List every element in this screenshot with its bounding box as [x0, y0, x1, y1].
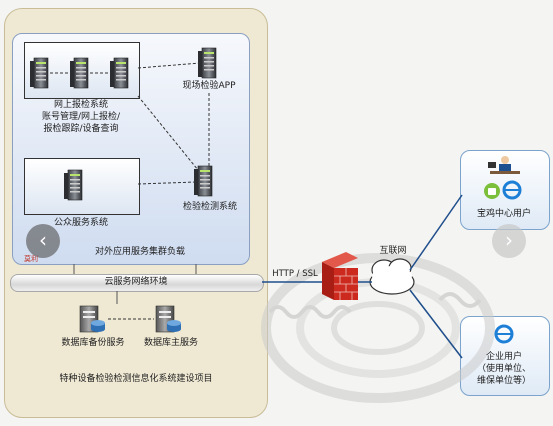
firewall-icon: [322, 252, 358, 300]
enterprise-users-label-1: 企业用户: [485, 352, 522, 362]
cloud-env-label: 云服务网络环境: [104, 277, 168, 287]
internet-label: 互联网: [379, 246, 407, 256]
db-backup-label: 数据库备份服务: [61, 338, 125, 348]
enterprise-users-label-3: 维保单位等）: [476, 376, 531, 386]
online-system-desc-1: 账号管理/网上报检/: [41, 112, 121, 122]
db-main-server: [155, 305, 182, 333]
protocol-label: HTTP / SSL: [272, 269, 318, 279]
app-label: 现场检验APP: [182, 81, 236, 91]
android-icon: [484, 183, 500, 199]
enterprise-users-label-2: （使用单位、: [476, 364, 531, 374]
project-title: 特种设备检验检测信息化系统建设项目: [59, 374, 213, 384]
public-system-label: 公众服务系统: [53, 218, 108, 228]
online-server-3: [109, 57, 129, 89]
public-server: [63, 169, 83, 201]
prev-slide-button[interactable]: ‹: [26, 224, 60, 258]
online-system-desc-2: 报检跟踪/设备查询: [43, 124, 119, 134]
center-users-label: 宝鸡中心用户: [476, 209, 531, 219]
watermark-text: 莫利: [24, 255, 38, 263]
db-backup-server: [79, 305, 106, 333]
ie-icon-enterprise: [494, 324, 514, 344]
ie-icon-center: [502, 180, 522, 200]
cloud-network-bar: [10, 274, 264, 292]
inspection-system-label: 检验检测系统: [182, 202, 237, 212]
user-desk-icon: [488, 156, 520, 174]
cluster-label: 对外应用服务集群负载: [94, 247, 185, 257]
internet-cloud-icon: [369, 258, 415, 295]
online-server-2: [69, 57, 89, 89]
online-server-1: [29, 57, 49, 89]
db-main-label: 数据库主服务: [143, 338, 198, 348]
next-slide-button[interactable]: ›: [492, 224, 526, 258]
app-server: [197, 47, 217, 79]
inspection-server: [193, 165, 213, 197]
online-system-label: 网上报检系统: [53, 100, 108, 110]
